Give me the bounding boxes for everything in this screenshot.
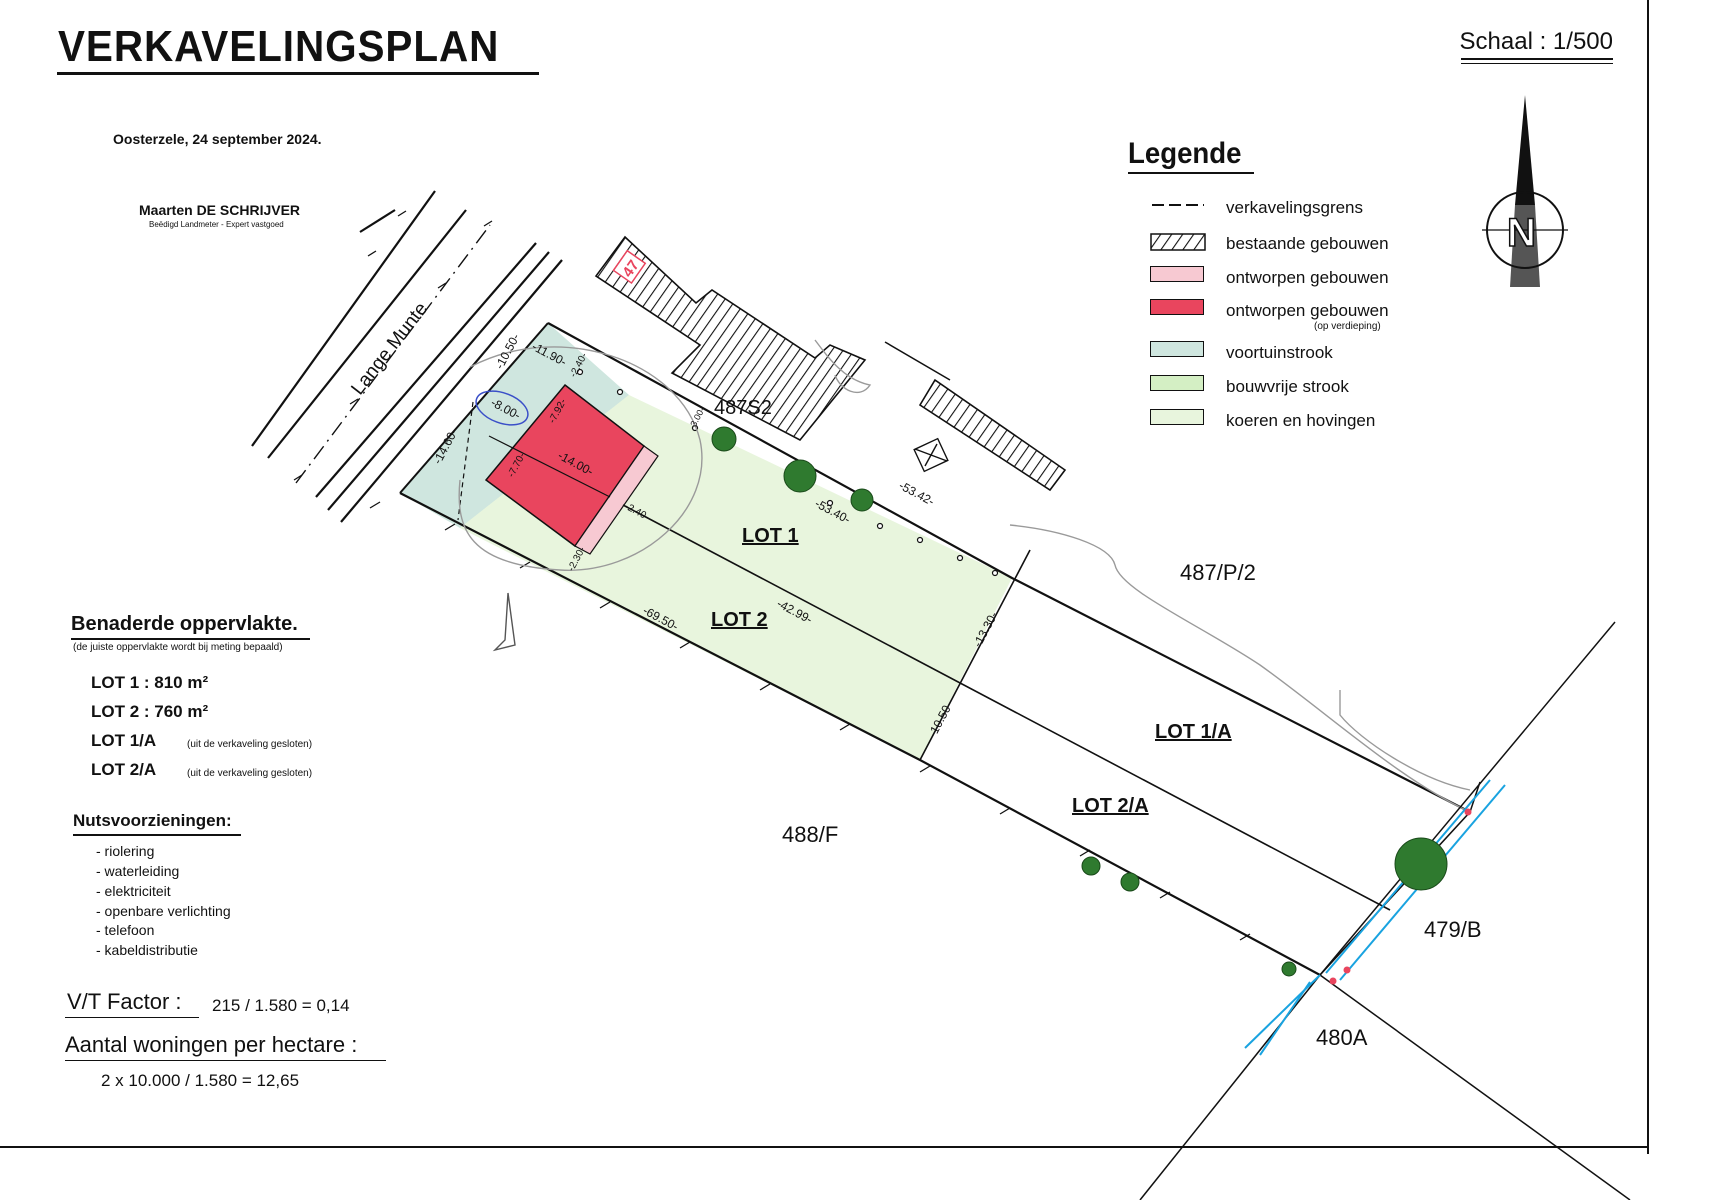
north-label: N xyxy=(1507,211,1536,255)
building-divider xyxy=(488,435,611,498)
pencil-sketch xyxy=(458,339,1471,813)
legend-swatch-designed xyxy=(1150,266,1204,282)
lot-1-label: LOT 1 xyxy=(742,525,799,547)
lot-2a-label: LOT 2/A xyxy=(1072,795,1149,817)
voortuinstrook-zone xyxy=(400,323,629,528)
scale-underline xyxy=(1461,58,1613,60)
area-lot: LOT 2/A xyxy=(91,760,157,779)
density-underline xyxy=(65,1060,386,1061)
vt-factor-value: 215 / 1.580 = 0,14 xyxy=(212,996,350,1015)
north-arrow-icon: N xyxy=(1482,95,1568,287)
boundary-dots xyxy=(576,368,999,577)
area-lot: LOT 1/A xyxy=(91,731,157,750)
utility-item: - waterleiding xyxy=(96,863,180,879)
boundary-ticks xyxy=(369,501,1251,941)
area-lot-note: (uit de verkaveling gesloten) xyxy=(187,768,313,779)
legend-swatch-designed-upper xyxy=(1150,299,1204,315)
street-name: Lange Munte xyxy=(347,299,432,399)
lot-1a-label: LOT 1/A xyxy=(1155,721,1232,743)
legend-swatch-boundary xyxy=(1152,204,1204,206)
lot-boundaries xyxy=(399,322,1471,976)
legend-label: verkavelingsgrens xyxy=(1226,198,1364,217)
title-underline xyxy=(57,72,539,75)
area-underline xyxy=(71,638,310,640)
date-line: Oosterzele, 24 september 2024. xyxy=(113,131,322,147)
vt-factor-underline xyxy=(65,1017,199,1018)
legend-label: bestaande gebouwen xyxy=(1226,234,1389,253)
density-label: Aantal woningen per hectare : xyxy=(65,1032,358,1057)
existing-building-marker xyxy=(913,437,949,473)
area-lot: LOT 2 : 760 m² xyxy=(91,702,209,721)
page-title: VERKAVELINGSPLAN xyxy=(58,22,500,71)
road-lines xyxy=(251,190,563,523)
parcel-487S2: 487S2 xyxy=(714,397,772,419)
legend-label: voortuinstrook xyxy=(1226,343,1333,362)
area-lot: LOT 1 : 810 m² xyxy=(91,673,209,692)
road-axis xyxy=(295,224,491,484)
scale-underline xyxy=(1461,63,1613,64)
surveyor-subtitle: Beëdigd Landmeter - Expert vastgoed xyxy=(149,220,284,229)
existing-building-47 xyxy=(594,235,867,442)
existing-building-east xyxy=(918,378,1067,492)
lot-2-label: LOT 2 xyxy=(711,609,768,631)
vt-factor-label: V/T Factor : xyxy=(67,989,182,1014)
utility-item: - elektriciteit xyxy=(96,883,171,899)
scale-label: Schaal : 1/500 xyxy=(1459,28,1613,55)
surveyor-name: Maarten DE SCHRIJVER xyxy=(139,202,301,218)
utility-item: - kabeldistributie xyxy=(96,942,198,958)
legend-label: ontworpen gebouwen xyxy=(1226,268,1389,287)
area-title: Benaderde oppervlakte. xyxy=(71,613,298,635)
corner-marks xyxy=(1329,808,1472,985)
road-ticks xyxy=(293,210,493,481)
legend-swatch-garden xyxy=(1150,409,1204,425)
utility-item: - telefoon xyxy=(96,922,155,938)
trees xyxy=(711,426,1448,977)
dim-label: -53.42- xyxy=(897,478,937,508)
area-lot-note: (uit de verkaveling gesloten) xyxy=(187,739,313,750)
building-ground xyxy=(574,445,659,555)
utilities-title: Nutsvoorzieningen: xyxy=(73,811,232,830)
parcel-487P2: 487/P/2 xyxy=(1180,560,1256,585)
legend-swatch-existing xyxy=(1150,233,1206,251)
parcel-488F: 488/F xyxy=(782,822,838,847)
utility-item: - riolering xyxy=(96,843,155,859)
parcel-480A: 480A xyxy=(1316,1025,1368,1050)
legend-sublabel: (op verdieping) xyxy=(1314,321,1381,332)
utility-item: - openbare verlichting xyxy=(96,903,231,919)
frame-bottom xyxy=(0,1146,1649,1148)
legend-swatch-front-yard xyxy=(1150,341,1204,357)
dim-label: -3.00- xyxy=(687,405,707,430)
legend-label: koeren en hovingen xyxy=(1226,411,1376,430)
legend-swatch-setback xyxy=(1150,375,1204,391)
frame-right xyxy=(1647,0,1649,1154)
area-note: (de juiste oppervlakte wordt bij meting … xyxy=(73,642,283,653)
legend-label: bouwvrije strook xyxy=(1226,377,1349,396)
utilities-underline xyxy=(73,834,241,836)
density-value: 2 x 10.000 / 1.580 = 12,65 xyxy=(101,1071,300,1090)
legend-label: ontworpen gebouwen xyxy=(1226,301,1389,320)
dimension-circle xyxy=(475,390,529,426)
house-number: 47 xyxy=(619,257,642,280)
corner-lines xyxy=(1139,621,1631,1200)
parcel-479B: 479/B xyxy=(1424,917,1482,942)
legend-title: Legende xyxy=(1128,137,1242,170)
legend-underline xyxy=(1128,172,1254,174)
